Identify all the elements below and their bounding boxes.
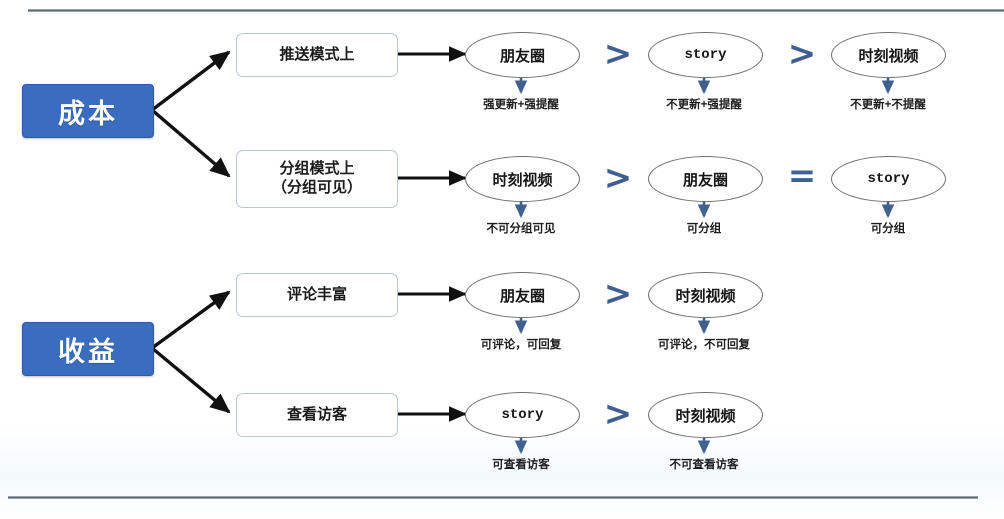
node-row1-item2-label: story [684,47,727,63]
operator-row1-1: > [601,37,635,71]
operator-row2-1: > [601,161,635,195]
node-row1-item1[interactable]: 朋友圈 [465,32,580,78]
node-row4-item2[interactable]: 时刻视频 [648,392,763,438]
operator-row2-1-symbol: > [603,158,633,198]
caption-row3-item1: 可评论，可回复 [481,336,562,352]
caption-row4-item2-text: 不可查看访客 [669,459,739,471]
connector-cost-to-group [150,108,231,178]
root-node-benefit-label: 收益 [58,336,118,367]
node-row3-item2-label: 时刻视频 [675,287,736,305]
node-row1-item3-label: 时刻视频 [858,47,919,65]
operator-row1-2-symbol: > [787,34,817,74]
caption-row2-item2: 可分组 [687,220,722,236]
branch-node-group-mode-line1: 分组模式上 [279,160,355,178]
caption-row1-item2-text: 不更新+强提醒 [666,99,742,111]
caption-row4-item1-text: 可查看访客 [492,459,550,471]
node-row2-item3[interactable]: story [831,156,946,202]
node-row3-item1-label: 朋友圈 [499,287,545,305]
caption-row2-item1-text: 不可分组可见 [486,223,556,235]
operator-row1-1-symbol: > [603,34,633,74]
branch-node-push-mode-label: 推送模式上 [279,45,355,63]
node-row1-item2[interactable]: story [648,32,763,78]
branch-node-rich-comment[interactable]: 评论丰富 [236,273,398,317]
caption-row4-item2: 不可查看访客 [670,456,739,472]
node-row2-item2-label: 朋友圈 [682,171,728,189]
node-row2-item1[interactable]: 时刻视频 [465,156,580,202]
operator-row4-1-symbol: > [603,394,633,434]
node-row4-item2-label: 时刻视频 [675,407,736,425]
operator-row1-2: > [785,37,819,71]
caption-row1-item3-text: 不更新+不提醒 [850,99,926,111]
branch-node-push-mode[interactable]: 推送模式上 [236,33,398,77]
branch-node-rich-comment-label: 评论丰富 [286,285,347,303]
caption-row1-item3: 不更新+不提醒 [850,96,926,112]
caption-row3-item1-text: 可评论，可回复 [480,339,562,351]
branch-node-group-mode[interactable]: 分组模式上 （分组可见） [236,150,398,208]
caption-row3-item2: 可评论，不可回复 [658,336,750,352]
connector-cost-to-push [150,50,231,112]
node-row3-item2[interactable]: 时刻视频 [648,272,763,318]
branch-node-view-visitor[interactable]: 查看访客 [236,393,398,437]
branch-node-view-visitor-label: 查看访客 [286,405,347,423]
operator-row3-1: > [601,277,635,311]
branch-node-group-mode-line2: （分组可见） [271,179,362,196]
root-node-cost-label: 成本 [58,98,118,129]
root-node-cost[interactable]: 成本 [22,84,154,138]
node-row4-item1[interactable]: story [465,392,580,438]
operator-row3-1-symbol: > [603,274,633,314]
node-row1-item3[interactable]: 时刻视频 [831,32,946,78]
root-node-benefit[interactable]: 收益 [22,322,154,376]
node-row4-item1-label: story [501,407,544,423]
node-row2-item2[interactable]: 朋友圈 [648,156,763,202]
caption-row1-item2: 不更新+强提醒 [666,96,742,112]
operator-row2-2: = [785,159,819,193]
caption-row1-item1: 强更新+强提醒 [483,96,559,112]
caption-row2-item2-text: 可分组 [686,223,722,235]
caption-row4-item1: 可查看访客 [492,456,550,472]
caption-row2-item3-text: 可分组 [870,223,906,235]
caption-row2-item3: 可分组 [871,220,906,236]
operator-row2-2-symbol: = [787,156,817,196]
operator-row4-1: > [601,397,635,431]
caption-row2-item1: 不可分组可见 [487,220,556,236]
node-row1-item1-label: 朋友圈 [499,47,545,65]
connector-benefit-to-visitor [150,346,231,414]
caption-row1-item1-text: 强更新+强提醒 [483,99,559,111]
node-row2-item3-label: story [867,171,910,187]
node-row3-item1[interactable]: 朋友圈 [465,272,580,318]
node-row2-item1-label: 时刻视频 [492,171,553,189]
connector-benefit-to-comment [151,290,231,350]
caption-row3-item2-text: 可评论，不可回复 [658,339,750,351]
